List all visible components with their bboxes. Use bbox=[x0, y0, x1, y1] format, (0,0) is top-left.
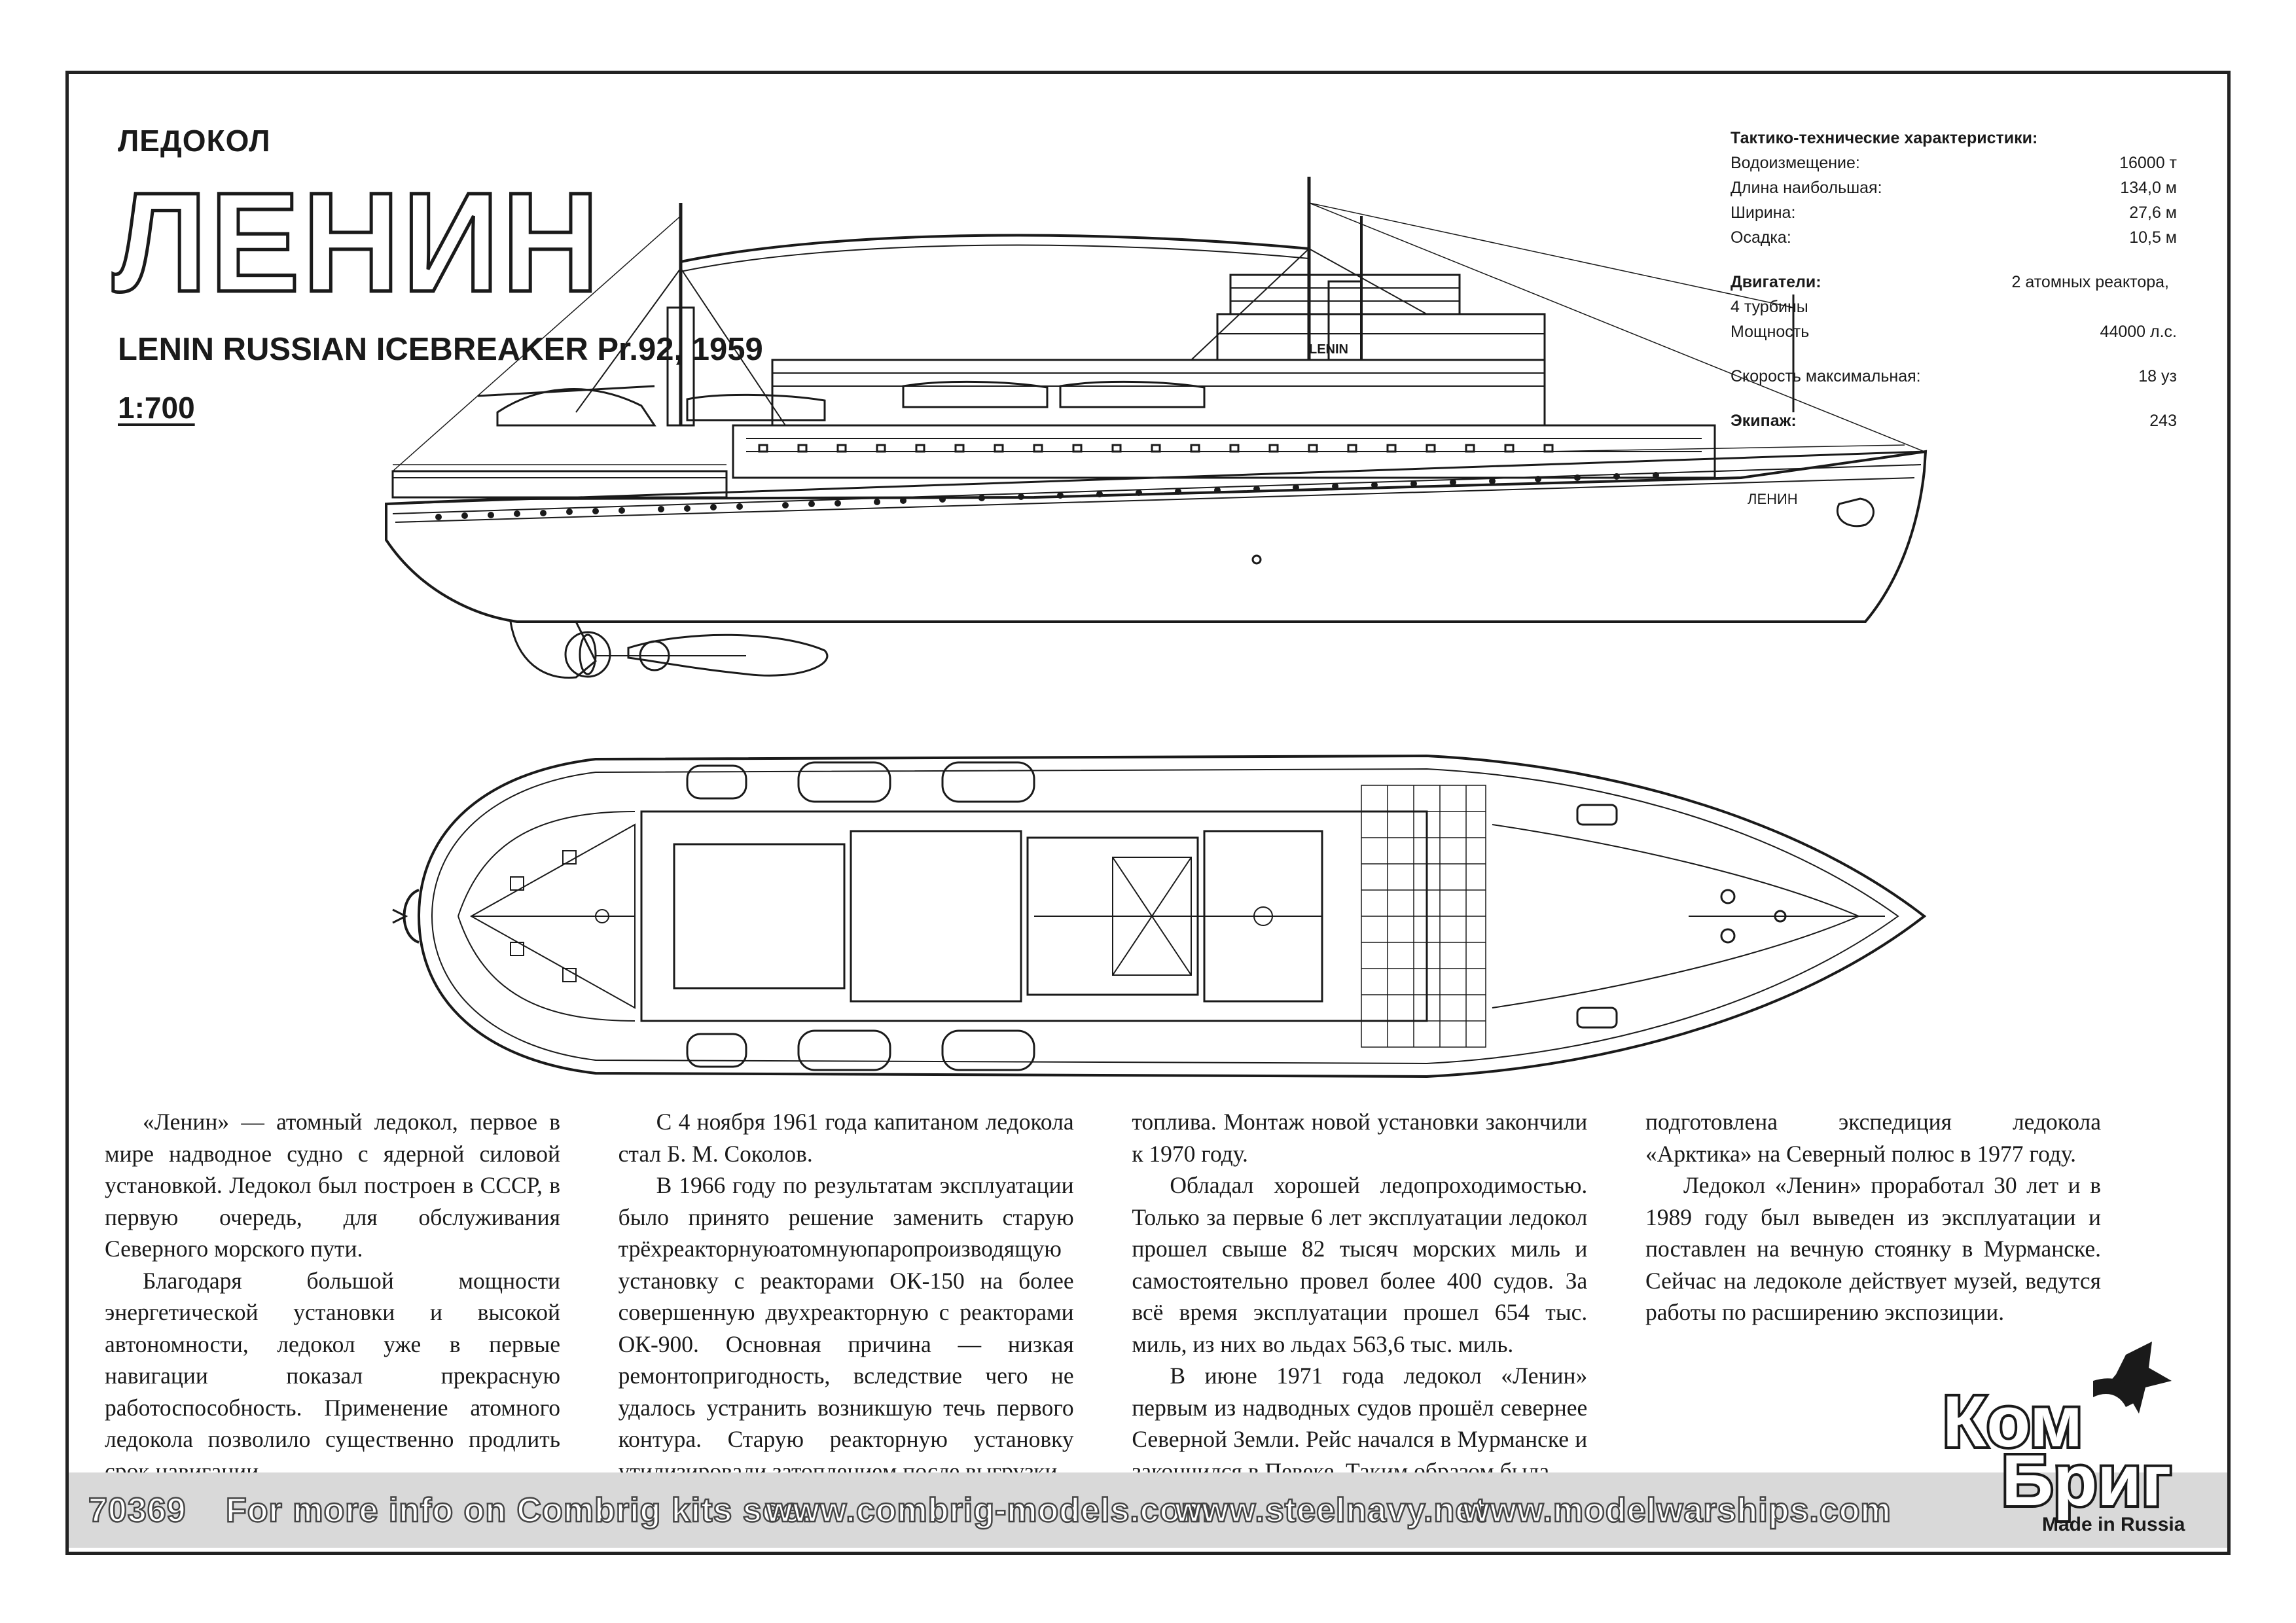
spec-row-crew: Экипаж:243 bbox=[1731, 412, 2177, 430]
footer-link-modelwarships[interactable]: www.modelwarships.com bbox=[1462, 1491, 1892, 1531]
made-in-label: Made in Russia bbox=[2042, 1514, 2185, 1535]
text-column-2: С 4 ноября 1961 года капитаном ледокола … bbox=[618, 1106, 1074, 1484]
page-frame bbox=[65, 71, 2231, 1555]
footer-band: 70369 For more info on Combrig kits see:… bbox=[69, 1472, 2227, 1548]
ship-name-title: ЛЕНИН bbox=[111, 163, 602, 321]
scale-label: 1:700 bbox=[118, 391, 195, 425]
spec-row-engines: Двигатели:2 атомных реактора, bbox=[1731, 273, 2169, 291]
text-column-3: топлива. Монтаж новой установки закончил… bbox=[1132, 1106, 1588, 1484]
subtitle: LENIN RUSSIAN ICEBREAKER Pr.92, 1959 bbox=[118, 332, 763, 367]
text-column-4: подготовлена экспедиция ледокола «Арктик… bbox=[1645, 1106, 2101, 1459]
side-profile-drawing: ЛЕНИН LENIN bbox=[385, 177, 1928, 679]
footer-link-steelnavy[interactable]: www.steelnavy.net bbox=[1174, 1491, 1487, 1531]
spec-row: Водоизмещение:16000 т bbox=[1731, 154, 2177, 172]
specs-table: Тактико-технические характеристики: Водо… bbox=[1731, 126, 2177, 433]
footer-info: For more info on Combrig kits see: bbox=[225, 1491, 814, 1531]
kit-number: 70369 bbox=[88, 1491, 187, 1531]
combrig-logo: Ком Бриг bbox=[1940, 1342, 2174, 1524]
footer-link-combrig[interactable]: www.combrig-models.com bbox=[765, 1491, 1212, 1531]
paragraph: подготовлена экспедиция ледокола «Арктик… bbox=[1645, 1109, 2101, 1167]
plan-view-drawing bbox=[392, 754, 1927, 1079]
paragraph: «Ленин» — атомный ледокол, первое в мире… bbox=[105, 1109, 560, 1262]
paragraph: В 1966 году по результатам эксплуатации … bbox=[618, 1172, 1074, 1484]
body-text: «Ленин» — атомный ледокол, первое в мире… bbox=[105, 1106, 2101, 1484]
spec-engines-cont: 4 турбины bbox=[1731, 298, 1808, 316]
paragraph: Ледокол «Ленин» проработал 30 лет и в 19… bbox=[1645, 1172, 2101, 1325]
specs-heading: Тактико-технические характеристики: bbox=[1731, 129, 2038, 147]
spec-row: Длина наибольшая:134,0 м bbox=[1731, 179, 2177, 197]
type-label: ЛЕДОКОЛ bbox=[118, 124, 271, 158]
paragraph: В июне 1971 года ледокол «Ленин» первым … bbox=[1132, 1363, 1588, 1484]
hull-name-side: ЛЕНИН bbox=[1748, 491, 1798, 507]
logo-line-2: Бриг bbox=[2001, 1440, 2172, 1521]
paragraph: Обладал хорошей ледопроходимостью. Тольк… bbox=[1132, 1172, 1588, 1357]
spec-row: Осадка:10,5 м bbox=[1731, 228, 2177, 247]
logo-line-1: Ком bbox=[1943, 1382, 2083, 1462]
spec-row: Ширина:27,6 м bbox=[1731, 204, 2177, 222]
paragraph: С 4 ноября 1961 года капитаном ледокола … bbox=[618, 1109, 1074, 1167]
spec-row-speed: Скорость максимальная:18 уз bbox=[1731, 367, 2177, 385]
paragraph: топлива. Монтаж новой установки закончил… bbox=[1132, 1109, 1588, 1167]
paragraph: Благодаря большой мощности энергетическо… bbox=[105, 1267, 560, 1484]
text-column-1: «Ленин» — атомный ледокол, первое в мире… bbox=[105, 1106, 560, 1484]
